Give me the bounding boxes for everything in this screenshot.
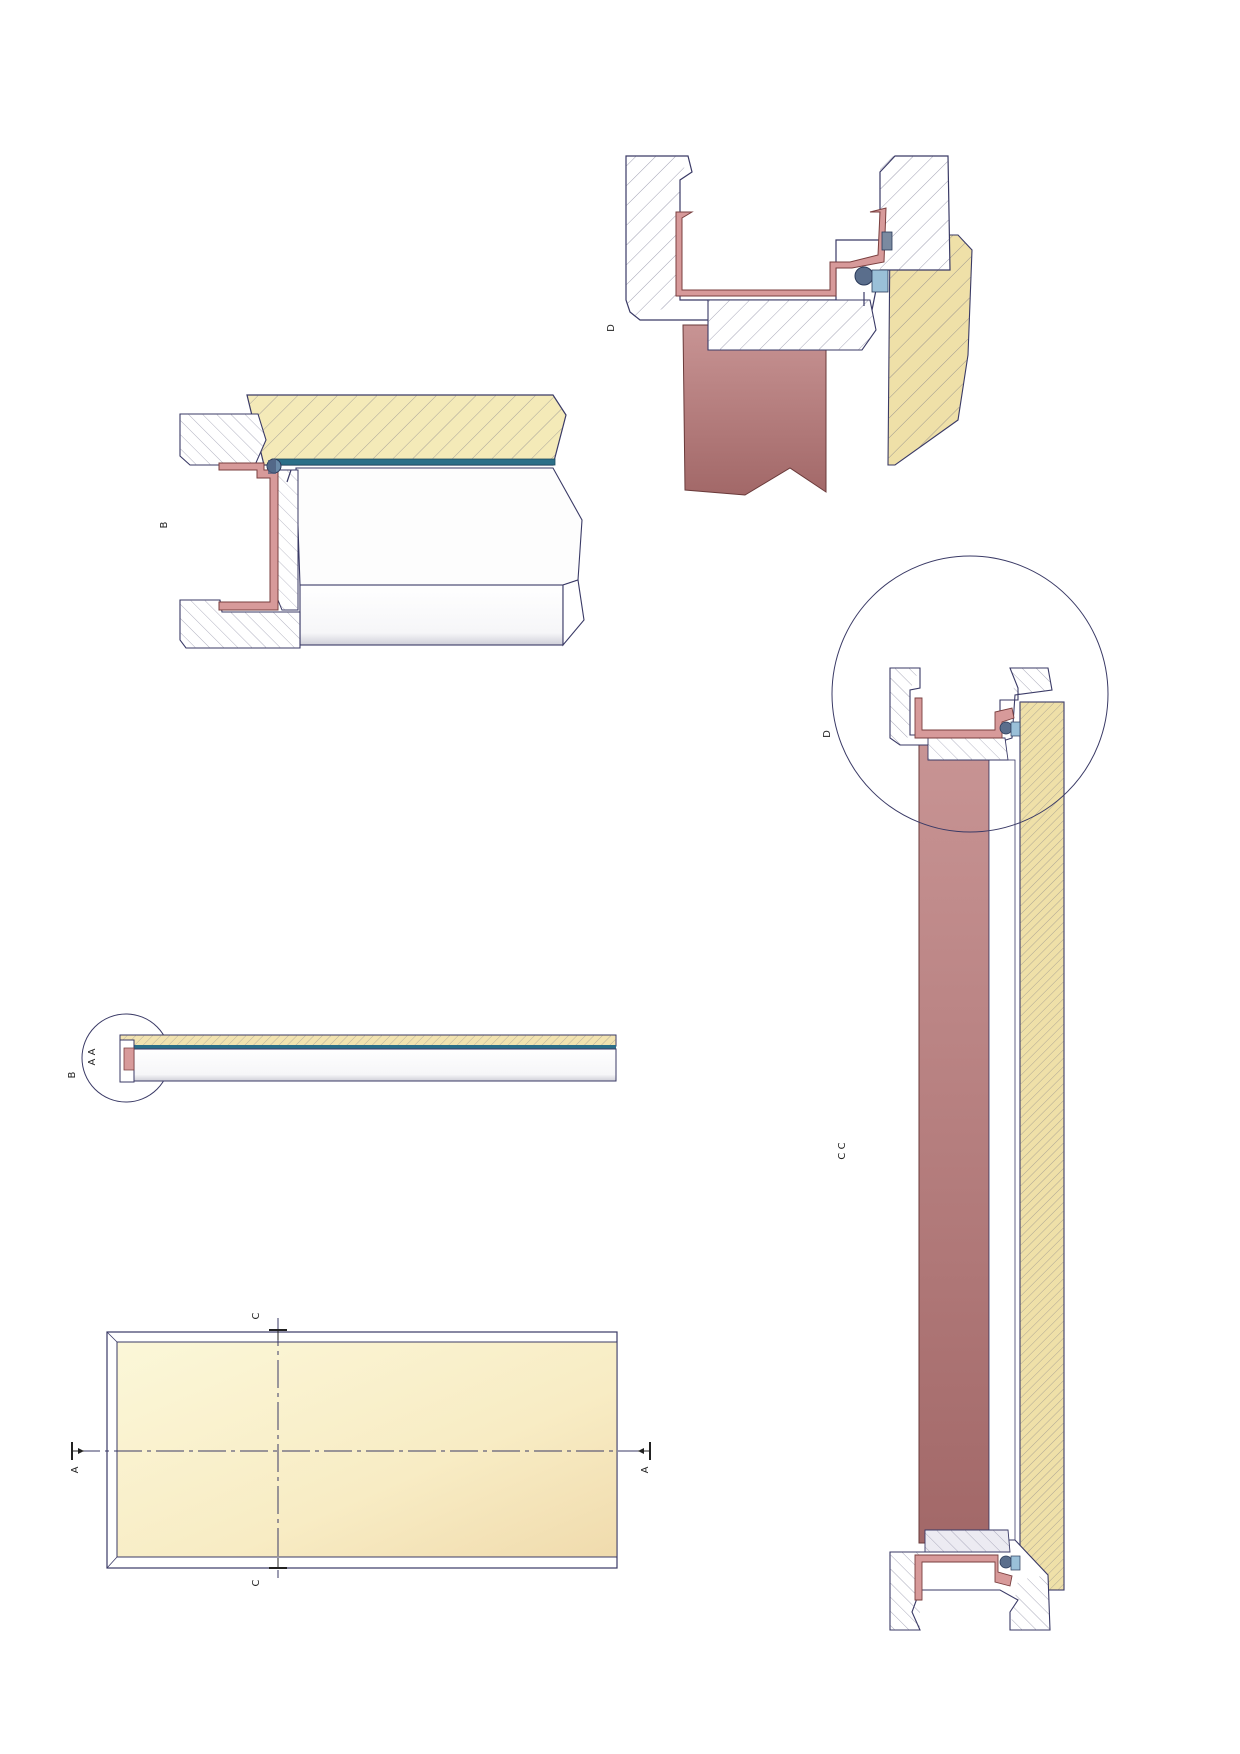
cut-label-c-bottom: C xyxy=(251,1579,262,1586)
section-aa-core xyxy=(129,1048,617,1082)
detail-d-label: D xyxy=(606,324,617,332)
detail-b-glazing xyxy=(271,458,556,466)
section-cc-detail-circle xyxy=(831,555,1109,833)
detail-b-core xyxy=(295,467,583,586)
section-cc-leaf xyxy=(918,742,990,1544)
section-aa-detail-label: B xyxy=(67,1071,78,1078)
cut-label-a-right: A xyxy=(640,1466,651,1473)
elevation-panel xyxy=(116,1341,618,1558)
detail-b: B xyxy=(159,394,585,649)
detail-d-steel-profile xyxy=(675,207,887,297)
detail-d: D xyxy=(606,155,973,496)
cut-label-c-top: C xyxy=(251,1312,262,1319)
detail-b-steel-channel xyxy=(218,462,279,611)
cut-label-a-left: A xyxy=(70,1466,81,1473)
section-aa-label: A A xyxy=(87,1048,98,1065)
section-aa: A A B xyxy=(67,1013,617,1103)
section-cc-detail-label: D xyxy=(822,730,833,738)
section-cc: D C C xyxy=(822,555,1109,1631)
detail-b-label: B xyxy=(159,521,170,528)
section-cc-label: C C xyxy=(837,1142,848,1159)
elevation-view: A A C C xyxy=(70,1312,651,1586)
